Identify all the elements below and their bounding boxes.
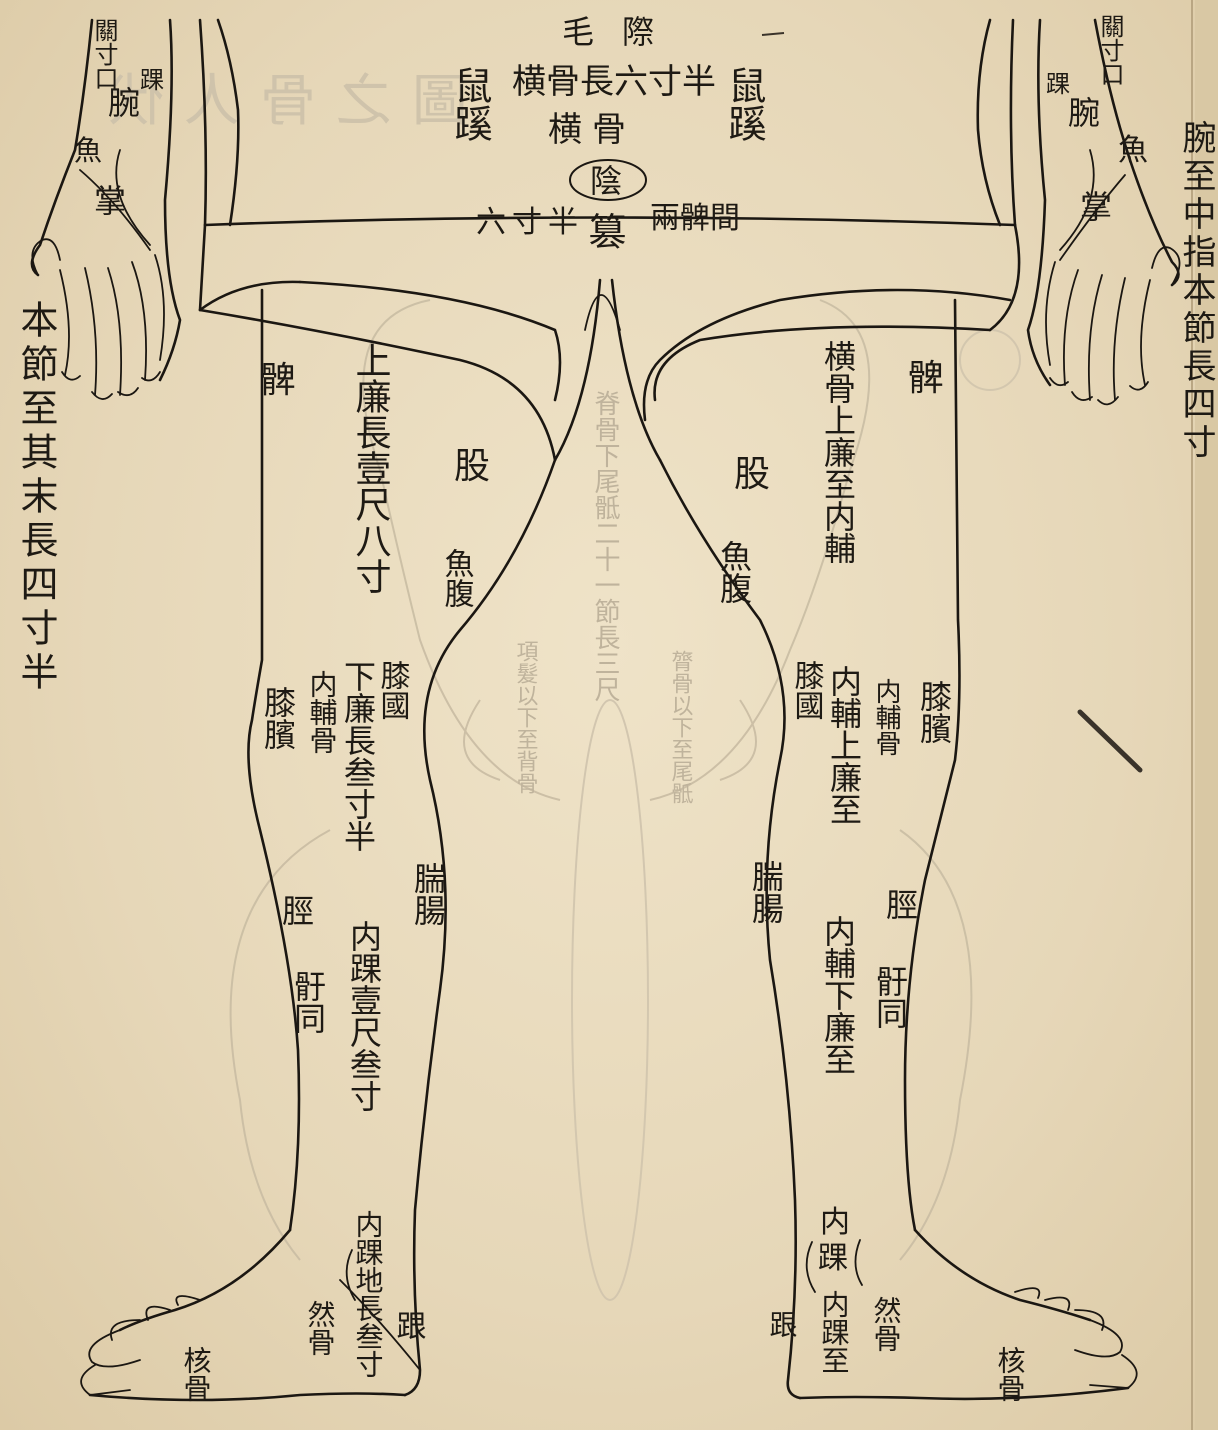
left-foot-top — [120, 1230, 290, 1330]
left-label-rangu: 然骨 — [304, 1300, 337, 1356]
left-thumb — [32, 239, 60, 275]
ghost-spine — [572, 700, 648, 1300]
right-label-neifugu: 内輔骨 — [871, 678, 901, 756]
label-henggu: 横骨 — [548, 110, 636, 150]
left-label-zhang: 掌 — [94, 182, 126, 220]
right-label-gu: 股 — [734, 454, 770, 495]
left-fingers — [60, 255, 164, 395]
label-shuxi-left: 鼠蹊 — [448, 66, 492, 142]
left-label-guanchunkou: 關寸口 — [90, 18, 118, 90]
left-label-xiguo: 膝國 — [375, 660, 411, 720]
right-label-neihuai: 踝 — [818, 1241, 848, 1276]
left-label-bi: 髀 — [260, 360, 296, 401]
label-liucunban: 六寸半 — [476, 205, 584, 240]
label-shuxi-right: 鼠蹊 — [722, 66, 766, 142]
left-label-neifugu: 内輔骨 — [306, 670, 339, 754]
right-leg-outer — [905, 300, 959, 1230]
right-label-hegu: 核骨 — [994, 1346, 1027, 1402]
right-hand-note: 腕至中指本節長四寸 — [1176, 120, 1216, 462]
right-label-hangtong: 骬同 — [871, 965, 909, 1029]
left-label-yufu: 魚腹 — [439, 548, 475, 608]
right-label-gen: 跟 — [766, 1310, 799, 1338]
right-label-yufu: 魚腹 — [715, 540, 753, 604]
belt-left-edge — [200, 225, 205, 310]
right-label-neihuai-zhi: 内踝至 — [818, 1290, 851, 1374]
right-label-zhang: 掌 — [1080, 188, 1112, 226]
left-label-yu: 魚 — [74, 134, 102, 167]
right-label-neihuai-top: 内 — [820, 1205, 850, 1240]
label-zuan: 篡 — [582, 212, 626, 250]
left-label-neihuai: 内踝壹尺叁寸 — [345, 920, 383, 1112]
right-foot-top — [915, 1230, 1090, 1320]
left-label-neihuai-di: 内踝地長叁寸 — [352, 1210, 385, 1378]
left-label-huai: 踝 — [140, 66, 164, 94]
left-label-hegu: 核骨 — [180, 1346, 213, 1402]
left-leg-inner — [405, 460, 555, 1395]
right-label-xibin: 膝臏 — [915, 680, 953, 744]
label-maoji: 毛際 — [562, 13, 682, 51]
right-label-huai: 踝 — [1046, 70, 1070, 98]
ghost-joint — [960, 330, 1020, 390]
right-ankle-arc2 — [855, 1240, 862, 1285]
groin-fold-left — [300, 282, 560, 400]
right-ankle-arc — [807, 1242, 815, 1292]
left-label-shanglian: 上廉長壹尺八寸 — [350, 342, 391, 594]
left-hand-note: 本節至其末長四寸半 — [14, 300, 58, 696]
right-label-shuanchang: 腨腸 — [747, 860, 785, 924]
left-foot-sole — [90, 1394, 405, 1401]
right-label-rangu: 然骨 — [870, 1296, 903, 1352]
label-liangbi: 兩髀間 — [650, 201, 740, 236]
left-label-wan: 腕 — [108, 84, 140, 122]
right-label-neifu-shang: 内輔上廉至 — [825, 665, 863, 825]
left-label-jing: 脛 — [282, 892, 314, 930]
label-yin: 陰 — [590, 162, 622, 200]
ghost-column-right: 膂骨以下至尾骶 — [668, 650, 694, 804]
right-label-neifu-xia: 内輔下廉至 — [819, 915, 857, 1075]
torso-right-side — [1011, 20, 1015, 225]
ink-stain — [1080, 712, 1140, 770]
ghost-elbow-left — [464, 700, 500, 780]
right-label-bi: 髀 — [908, 358, 944, 399]
right-label-xiguo: 膝國 — [789, 660, 825, 720]
ghost-column-spine: 脊骨下尾骶二十一節長三尺 — [590, 390, 620, 702]
torso-right-inner — [978, 20, 1000, 225]
belt-left-curve — [200, 282, 300, 310]
right-foot-sole — [800, 1388, 1128, 1399]
right-fingers — [1046, 262, 1150, 400]
belt-right-edge — [990, 225, 1019, 330]
left-label-shuanchang: 腨腸 — [409, 862, 447, 926]
right-label-henggu-lian: 横骨上廉至内輔 — [819, 340, 857, 564]
ghost-column-left: 項髮以下至背骨 — [513, 640, 539, 794]
left-label-gu: 股 — [454, 446, 490, 487]
left-leg-outer — [248, 290, 299, 1230]
label-hengguchang: 横骨長六寸半 — [512, 62, 716, 102]
right-label-wan: 腕 — [1068, 94, 1100, 132]
right-label-guanchunkou: 關寸口 — [1096, 14, 1124, 86]
ghost-hip-left — [231, 830, 330, 1260]
ghost-elbow-right — [720, 700, 756, 780]
left-label-gen: 跟 — [391, 1310, 426, 1340]
right-label-yu: 魚 — [1118, 133, 1148, 168]
left-label-hangtong: 骬同 — [289, 970, 327, 1034]
ink-dash — [762, 33, 784, 35]
right-label-jing: 脛 — [886, 886, 918, 924]
left-label-xialian: 下廉長叁寸半 — [339, 660, 377, 852]
left-label-xibin: 膝臏 — [259, 686, 297, 750]
